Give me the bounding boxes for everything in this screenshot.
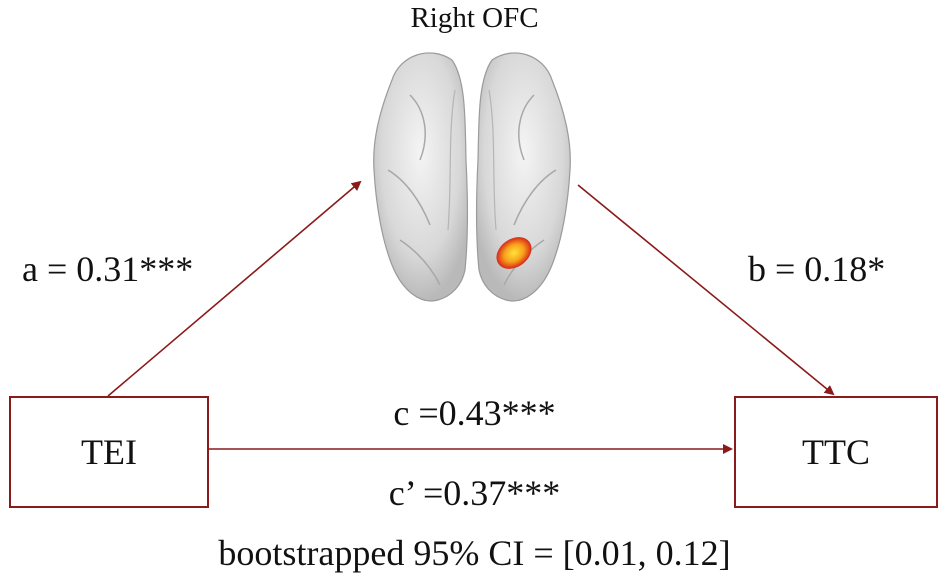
right-hemisphere xyxy=(476,52,571,302)
brain-fold xyxy=(518,94,535,161)
left-hemisphere xyxy=(373,52,468,302)
mediator-title: Right OFC xyxy=(410,2,539,34)
predictor-label: TEI xyxy=(81,432,137,472)
path-b-arrow xyxy=(577,184,835,396)
path-b-label: b = 0.18* xyxy=(748,249,886,289)
path-c-prime-label: c’ =0.37*** xyxy=(388,473,561,513)
path-c-label: c =0.43*** xyxy=(393,393,556,433)
brain-fold xyxy=(447,89,456,231)
path-a-label: a = 0.31*** xyxy=(22,249,194,289)
predictor-box: TEI xyxy=(9,396,209,508)
brain-fold xyxy=(399,239,441,286)
brain-image xyxy=(373,52,571,302)
path-a-arrow xyxy=(107,180,362,397)
brain-fold xyxy=(387,169,431,226)
brain-fold xyxy=(513,169,557,226)
outcome-box: TTC xyxy=(734,396,938,508)
brain-fold xyxy=(409,94,426,161)
ofc-activation-blob xyxy=(496,237,532,269)
confidence-interval-text: bootstrapped 95% CI = [0.01, 0.12] xyxy=(218,533,731,573)
outcome-label: TTC xyxy=(802,432,870,472)
brain-fold xyxy=(488,89,497,231)
